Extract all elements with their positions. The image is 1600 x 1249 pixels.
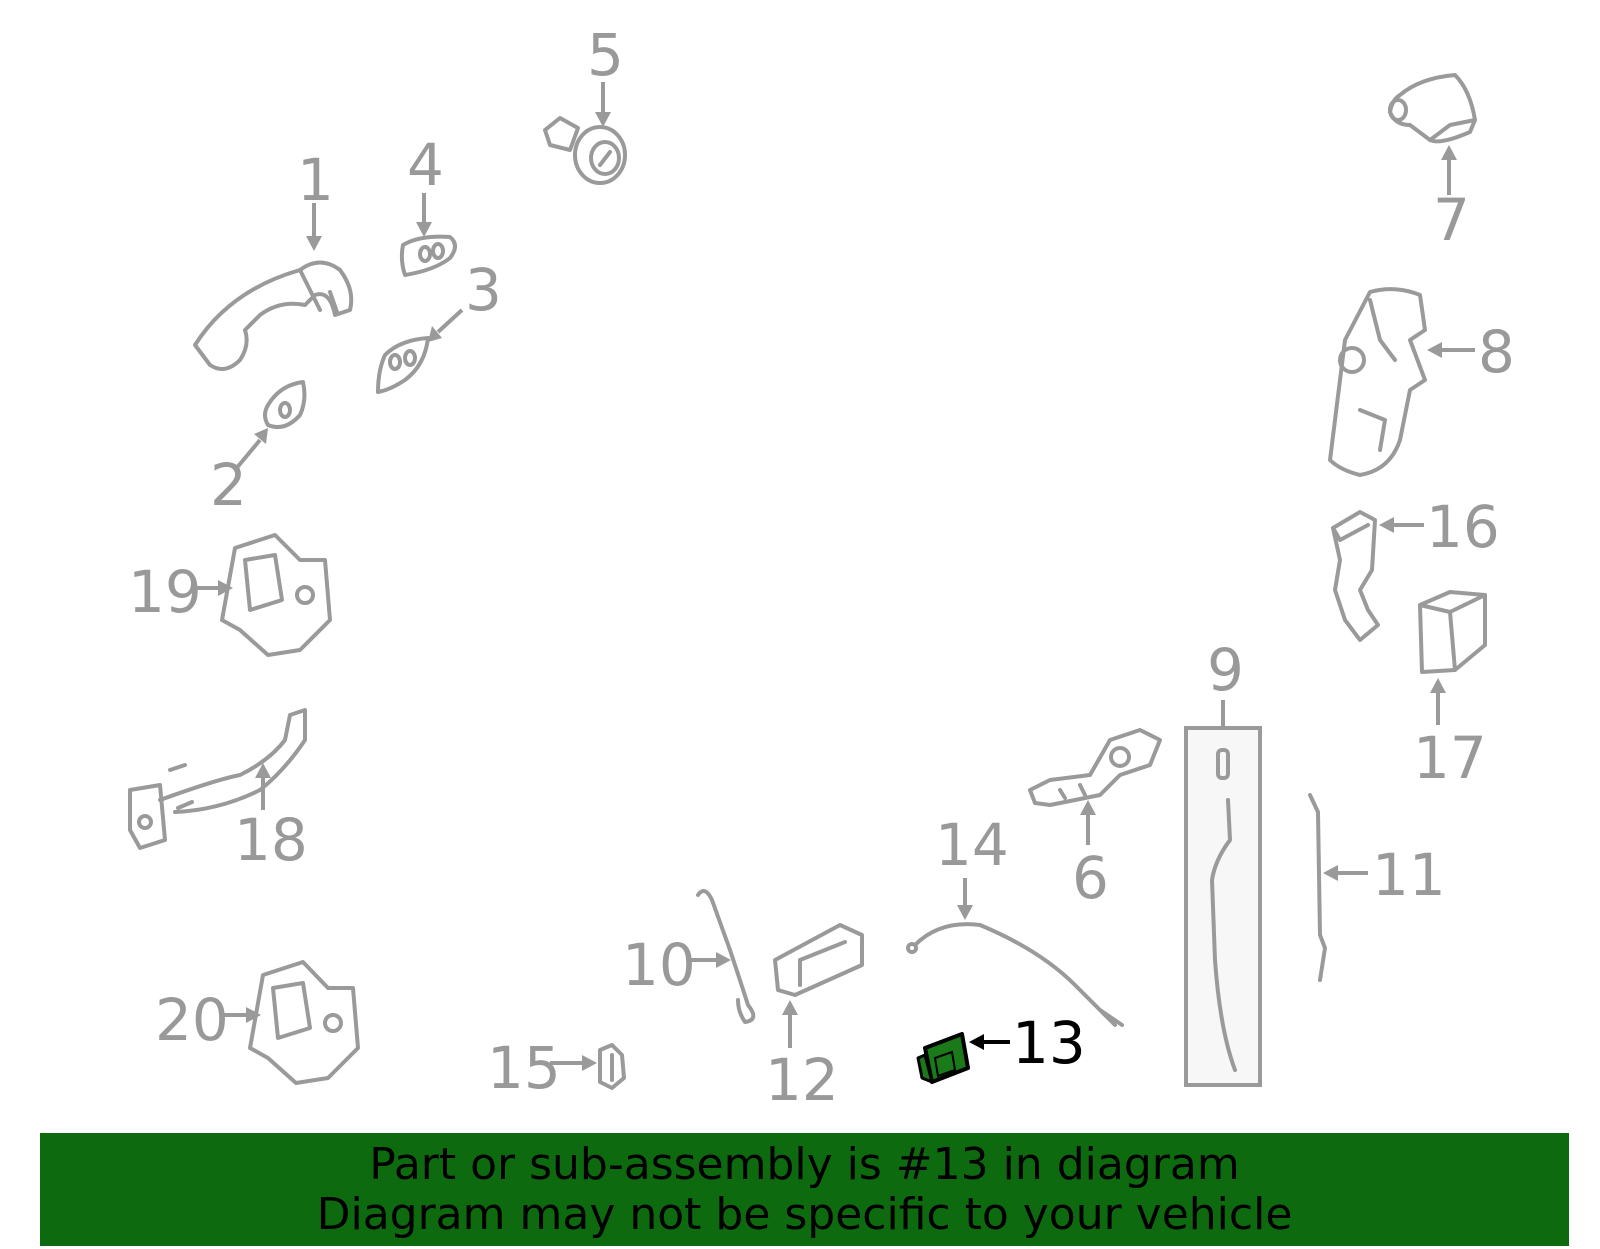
part-8-latch bbox=[1328, 287, 1427, 477]
callout-5-arrow bbox=[595, 82, 611, 127]
callout-4-arrow bbox=[416, 193, 432, 237]
callout-1: 1 bbox=[297, 146, 334, 214]
callout-20-arrow bbox=[222, 1007, 261, 1023]
callout-11-arrow bbox=[1323, 865, 1368, 881]
callout-13: 13 bbox=[1012, 1009, 1086, 1077]
parts-diagram: 1 2 3 4 5 bbox=[128, 21, 1515, 1114]
callout-2-arrow bbox=[233, 428, 268, 472]
callout-15: 15 bbox=[487, 1034, 561, 1102]
callout-17: 17 bbox=[1413, 724, 1487, 792]
callout-20: 20 bbox=[155, 986, 229, 1054]
callout-16-arrow bbox=[1379, 517, 1424, 533]
part-13-highlighted[interactable] bbox=[916, 1032, 970, 1084]
part-2-gasket bbox=[263, 380, 307, 429]
callout-7: 7 bbox=[1433, 186, 1470, 254]
callout-14-arrow bbox=[957, 878, 973, 920]
callout-8-arrow bbox=[1427, 342, 1475, 358]
part-4-bezel bbox=[399, 234, 457, 277]
callout-12-arrow bbox=[782, 1000, 798, 1048]
callout-13-arrow bbox=[969, 1034, 1010, 1050]
part-18-door-check bbox=[128, 708, 307, 850]
part-16-actuator bbox=[1331, 510, 1380, 642]
part-15-clip bbox=[598, 1043, 626, 1090]
callout-3-arrow bbox=[428, 308, 464, 342]
callout-17-arrow bbox=[1430, 678, 1446, 725]
callout-3: 3 bbox=[465, 256, 502, 324]
callout-10: 10 bbox=[622, 931, 696, 999]
callout-19-arrow bbox=[196, 580, 233, 596]
part-11-rod bbox=[1308, 793, 1327, 982]
callout-8: 8 bbox=[1478, 318, 1515, 386]
part-5-lock-cylinder bbox=[543, 116, 627, 185]
callout-16: 16 bbox=[1426, 493, 1500, 561]
callout-9: 9 bbox=[1207, 636, 1244, 704]
part-12-insulator bbox=[773, 923, 864, 997]
part-1-door-handle bbox=[193, 260, 354, 371]
banner-line-1: Part or sub-assembly is #13 in diagram bbox=[369, 1138, 1240, 1190]
part-3-gasket bbox=[376, 336, 430, 394]
callout-5: 5 bbox=[587, 21, 624, 89]
info-banner: Part or sub-assembly is #13 in diagram D… bbox=[40, 1133, 1569, 1246]
callout-10-arrow bbox=[690, 952, 731, 968]
callout-15-arrow bbox=[550, 1055, 597, 1071]
part-14-cable bbox=[906, 922, 1124, 1027]
callout-6: 6 bbox=[1072, 844, 1109, 912]
callout-12: 12 bbox=[765, 1046, 839, 1114]
callout-18-arrow bbox=[255, 763, 271, 810]
part-7-bracket bbox=[1388, 73, 1477, 144]
callout-19: 19 bbox=[128, 558, 202, 626]
banner-line-2: Diagram may not be specific to your vehi… bbox=[316, 1188, 1293, 1240]
callout-2: 2 bbox=[210, 451, 247, 519]
part-6-handle-bracket bbox=[1028, 728, 1162, 807]
callout-11: 11 bbox=[1372, 841, 1446, 909]
part-17-module bbox=[1418, 590, 1487, 674]
part-19-upper-hinge bbox=[220, 533, 332, 657]
callout-18: 18 bbox=[234, 806, 308, 874]
part-20-lower-hinge bbox=[248, 960, 360, 1085]
part-9-rod-assembly bbox=[1184, 726, 1262, 1087]
callout-4: 4 bbox=[407, 131, 444, 199]
part-10-rod bbox=[696, 889, 756, 1024]
callout-1-arrow bbox=[306, 203, 322, 251]
callout-7-arrow bbox=[1441, 145, 1457, 195]
callout-6-arrow bbox=[1080, 800, 1096, 845]
callout-14: 14 bbox=[935, 811, 1009, 879]
